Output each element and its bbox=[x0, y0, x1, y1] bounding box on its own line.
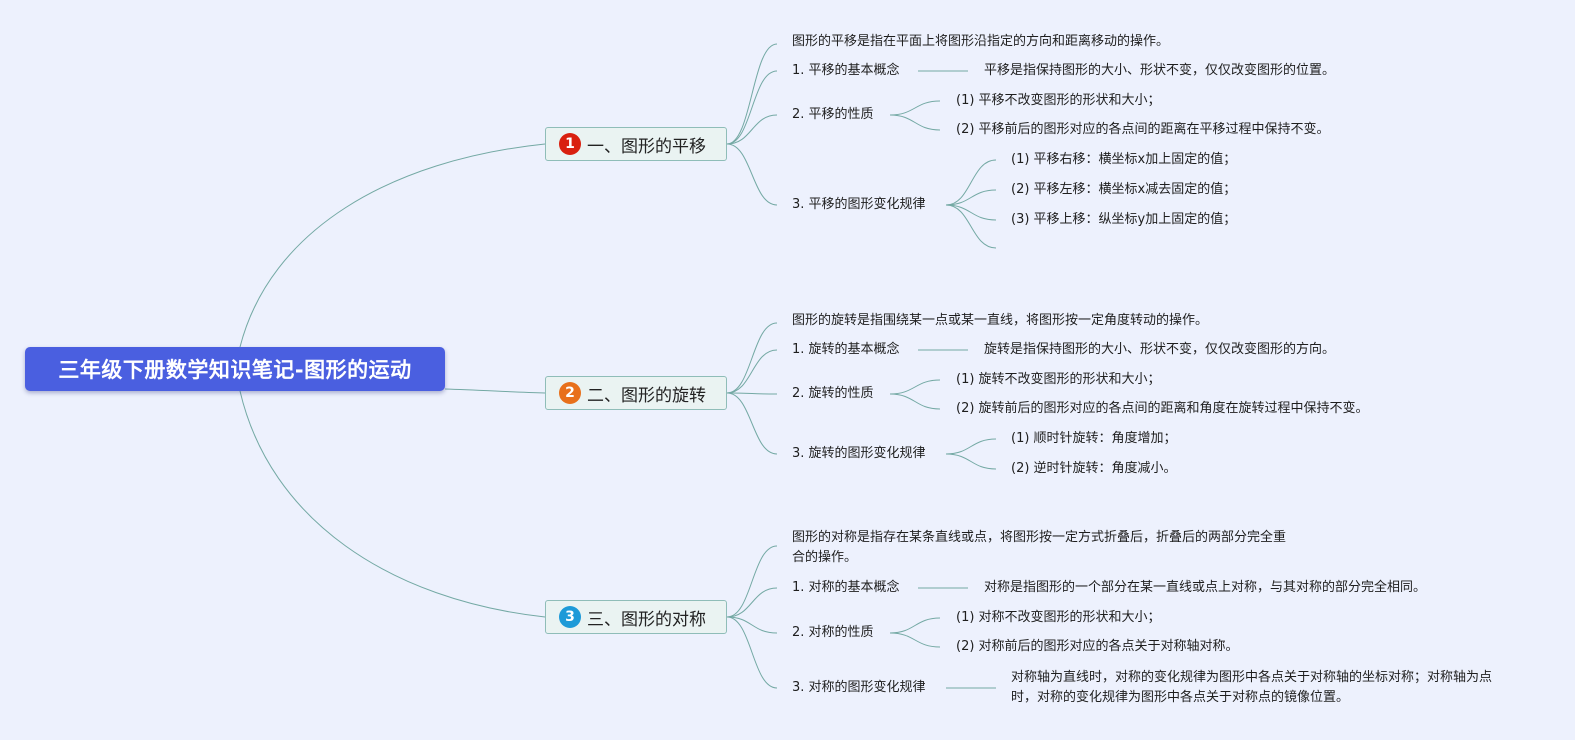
rotation-rule-2[interactable]: (2) 逆时针旋转：角度减小。 bbox=[1011, 461, 1177, 476]
translation-rule-1[interactable]: (1) 平移右移：横坐标x加上固定的值； bbox=[1011, 152, 1237, 167]
symmetry-concept-text[interactable]: 对称是指图形的一个部分在某一直线或点上对称，与其对称的部分完全相同。 bbox=[984, 580, 1427, 595]
symmetry-rule-text[interactable]: 对称轴为直线时，对称的变化规律为图形中各点关于对称轴的坐标对称；对称轴为点时，对… bbox=[1011, 670, 1493, 705]
connector-line-22 bbox=[726, 616, 778, 634]
root-topic-label: 三年级下册数学知识笔记-图形的运动 bbox=[58, 358, 412, 382]
connector-line-root-1 bbox=[239, 143, 546, 348]
symmetry-property-label[interactable]: 2. 对称的性质 bbox=[792, 625, 874, 640]
connector-line-20 bbox=[726, 545, 778, 618]
rotation-rule-label[interactable]: 3. 旋转的图形变化规律 bbox=[792, 446, 926, 461]
translation-property-2[interactable]: (2) 平移前后的图形对应的各点间的距离在平移过程中保持不变。 bbox=[956, 122, 1330, 137]
translation-rule-3[interactable]: (3) 平移上移：纵坐标y加上固定的值； bbox=[1011, 212, 1237, 227]
translation-definition[interactable]: 图形的平移是指在平面上将图形沿指定的方向和距离移动的操作。 bbox=[792, 34, 1170, 49]
number-badge: 1 bbox=[559, 133, 581, 155]
symmetry-property-2[interactable]: (2) 对称前后的图形对应的各点关于对称轴对称。 bbox=[956, 639, 1239, 654]
symmetry-property-1[interactable]: (1) 对称不改变图形的形状和大小； bbox=[956, 610, 1161, 625]
symmetry-definition[interactable]: 图形的对称是指存在某条直线或点，将图形按一定方式折叠后，折叠后的两部分完全重合的… bbox=[792, 530, 1287, 565]
connector-line-3 bbox=[726, 143, 778, 206]
rotation-concept-text[interactable]: 旋转是指保持图形的大小、形状不变，仅仅改变图形的方向。 bbox=[984, 342, 1336, 357]
branch-translation[interactable]: 1 一、图形的平移 bbox=[545, 127, 727, 161]
connector-line-13 bbox=[726, 392, 778, 395]
connector-line-25 bbox=[889, 617, 941, 634]
branch-label: 二、图形的旋转 bbox=[587, 385, 706, 406]
connector-line-19 bbox=[945, 453, 997, 470]
rotation-concept-label[interactable]: 1. 旋转的基本概念 bbox=[792, 342, 900, 357]
translation-concept-text[interactable]: 平移是指保持图形的大小、形状不变，仅仅改变图形的位置。 bbox=[984, 63, 1336, 78]
translation-concept-label[interactable]: 1. 平移的基本概念 bbox=[792, 63, 900, 78]
connector-line-16 bbox=[889, 379, 941, 395]
translation-property-label[interactable]: 2. 平移的性质 bbox=[792, 107, 874, 122]
connector-line-root-3 bbox=[239, 390, 546, 618]
connector-line-21 bbox=[726, 587, 778, 618]
rotation-property-1[interactable]: (1) 旋转不改变图形的形状和大小； bbox=[956, 372, 1161, 387]
connector-line-root-2 bbox=[444, 388, 546, 394]
translation-property-1[interactable]: (1) 平移不改变图形的形状和大小； bbox=[956, 93, 1161, 108]
connector-line-11 bbox=[726, 322, 778, 394]
root-topic[interactable]: 三年级下册数学知识笔记-图形的运动 bbox=[25, 347, 445, 391]
symmetry-concept-label[interactable]: 1. 对称的基本概念 bbox=[792, 580, 900, 595]
translation-rule-label[interactable]: 3. 平移的图形变化规律 bbox=[792, 197, 926, 212]
branch-symmetry[interactable]: 3 三、图形的对称 bbox=[545, 600, 727, 634]
connector-line-10 bbox=[945, 204, 997, 249]
connector-line-8 bbox=[945, 189, 997, 206]
number-badge: 2 bbox=[559, 382, 581, 404]
connector-line-17 bbox=[889, 393, 941, 410]
branch-label: 一、图形的平移 bbox=[587, 136, 706, 157]
connector-line-23 bbox=[726, 616, 778, 689]
connector-line-7 bbox=[945, 159, 997, 206]
symmetry-rule-label[interactable]: 3. 对称的图形变化规律 bbox=[792, 680, 926, 695]
branch-rotation[interactable]: 2 二、图形的旋转 bbox=[545, 376, 727, 410]
rotation-property-2[interactable]: (2) 旋转前后的图形对应的各点间的距离和角度在旋转过程中保持不变。 bbox=[956, 401, 1369, 416]
connector-line-9 bbox=[945, 204, 997, 221]
number-badge: 3 bbox=[559, 606, 581, 628]
connector-line-6 bbox=[889, 114, 941, 131]
translation-rule-2[interactable]: (2) 平移左移：横坐标x减去固定的值； bbox=[1011, 182, 1237, 197]
connector-line-18 bbox=[945, 438, 997, 455]
connector-line-1 bbox=[726, 70, 778, 145]
rotation-property-label[interactable]: 2. 旋转的性质 bbox=[792, 386, 874, 401]
rotation-rule-1[interactable]: (1) 顺时针旋转：角度增加； bbox=[1011, 431, 1177, 446]
connector-line-12 bbox=[726, 349, 778, 394]
connector-line-14 bbox=[726, 392, 778, 455]
connector-line-26 bbox=[889, 632, 941, 648]
connector-line-5 bbox=[889, 100, 941, 116]
connector-line-0 bbox=[726, 43, 778, 145]
rotation-definition[interactable]: 图形的旋转是指围绕某一点或某一直线，将图形按一定角度转动的操作。 bbox=[792, 313, 1209, 328]
branch-label: 三、图形的对称 bbox=[587, 609, 706, 630]
connector-line-2 bbox=[726, 114, 778, 145]
